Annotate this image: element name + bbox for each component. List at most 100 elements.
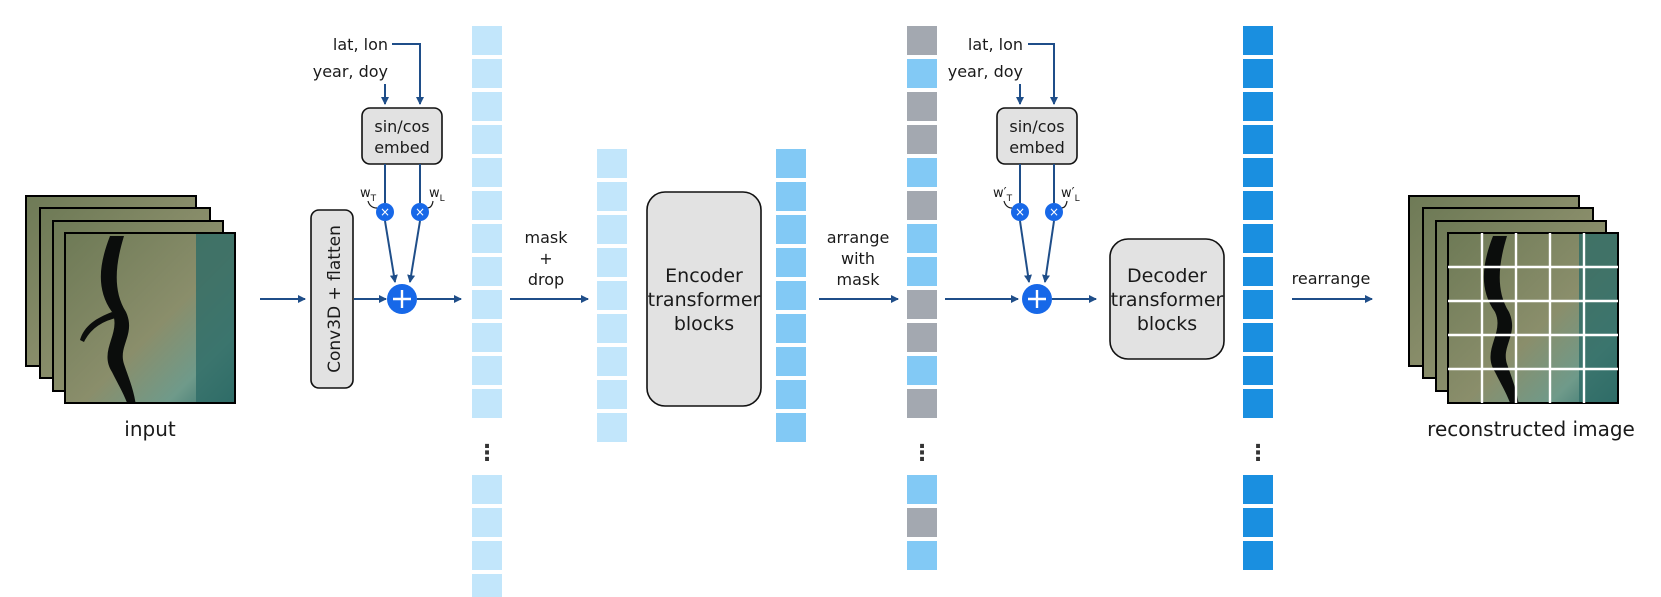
token-mid: [776, 281, 806, 310]
decoder-multiply-node-l: ×: [1045, 203, 1063, 221]
multiply-node-t: ×: [376, 203, 394, 221]
token-gray: [907, 290, 937, 319]
token-dark: [1243, 26, 1273, 55]
token-dark: [1243, 59, 1273, 88]
decoder-lat-lon-label: lat, lon: [968, 35, 1023, 54]
conv3d-label: Conv3D + flatten: [325, 225, 345, 373]
svg-text:×: ×: [380, 205, 390, 219]
token-light: [472, 224, 502, 253]
token-mid: [907, 541, 937, 570]
decoder-year-doy-label: year, doy: [948, 62, 1023, 81]
weight-t-prime-label: w′T: [993, 186, 1013, 204]
token-light: [472, 158, 502, 187]
token-mid: [776, 182, 806, 211]
token-mid: [907, 356, 937, 385]
svg-text:×: ×: [415, 205, 425, 219]
token-gray: [907, 125, 937, 154]
token-light: [597, 182, 627, 211]
token-dark: [1243, 541, 1273, 570]
token-light: [597, 413, 627, 442]
token-mid: [907, 224, 937, 253]
add-node-encoder: [387, 284, 417, 314]
weight-l-label: wL: [429, 186, 445, 204]
lat-lon-label: lat, lon: [333, 35, 388, 54]
token-light: [472, 475, 502, 504]
token-light: [597, 314, 627, 343]
input-label: input: [124, 417, 176, 441]
mask-drop-label-line3: drop: [528, 270, 564, 289]
token-light: [597, 380, 627, 409]
token-light: [472, 508, 502, 537]
reconstructed-image-stack: [1408, 195, 1619, 404]
token-light: [472, 541, 502, 570]
token-light: [472, 574, 502, 597]
token-gray: [907, 389, 937, 418]
token-dark: [1243, 125, 1273, 154]
token-mid: [776, 149, 806, 178]
decoded-ellipsis: ⋮: [1247, 441, 1269, 466]
mask-drop-label-line1: mask: [525, 228, 569, 247]
token-dark: [1243, 389, 1273, 418]
token-light: [472, 290, 502, 319]
token-gray: [907, 26, 937, 55]
token-dark: [1243, 224, 1273, 253]
encoder-label-line1: Encoder: [665, 265, 743, 287]
token-light: [472, 389, 502, 418]
input-image-stack: [25, 195, 236, 404]
year-doy-label: year, doy: [313, 62, 388, 81]
encoded-token-column: [776, 149, 806, 442]
mask-drop-label-line2: +: [539, 249, 552, 268]
arrange-label-line3: mask: [837, 270, 881, 289]
arrange-label-line1: arrange: [827, 228, 890, 247]
add-node-decoder: [1022, 284, 1052, 314]
decoder-sincos-embed-label-line2: embed: [1009, 138, 1065, 157]
sincos-embed-block: sin/cos embed: [361, 107, 443, 165]
conv3d-flatten-block: Conv3D + flatten: [310, 209, 354, 389]
token-dark: [1243, 475, 1273, 504]
decoder-label-line1: Decoder: [1127, 265, 1207, 287]
token-light: [597, 347, 627, 376]
encoder-transformer-block: Encoder transformer blocks: [646, 191, 762, 407]
token-light: [472, 26, 502, 55]
token-gray: [907, 323, 937, 352]
token-mid: [776, 380, 806, 409]
token-dark: [1243, 191, 1273, 220]
decoder-sincos-embed-block: sin/cos embed: [996, 107, 1078, 165]
token-light: [597, 149, 627, 178]
token-dark: [1243, 92, 1273, 121]
token-mid: [907, 59, 937, 88]
token-light: [472, 257, 502, 286]
reconstructed-satellite-image: [1447, 232, 1619, 404]
decoder-sincos-embed-label-line1: sin/cos: [1009, 117, 1064, 136]
token-light: [597, 281, 627, 310]
token-dark: [1243, 257, 1273, 286]
weight-l-prime-label: w′L: [1061, 186, 1080, 204]
decoder-transformer-block: Decoder transformer blocks: [1109, 238, 1225, 360]
token-light: [597, 248, 627, 277]
kept-token-column: [597, 149, 627, 442]
sincos-embed-label-line2: embed: [374, 138, 430, 157]
token-dark: [1243, 508, 1273, 537]
token-dark: [1243, 323, 1273, 352]
arrange-label-line2: with: [841, 249, 875, 268]
token-light: [472, 356, 502, 385]
token-mid: [907, 257, 937, 286]
decoded-token-column: [1243, 26, 1273, 570]
token-mid: [907, 475, 937, 504]
token-light: [472, 191, 502, 220]
reconstructed-image-label: reconstructed image: [1427, 417, 1635, 441]
weight-t-label: wT: [360, 186, 377, 204]
decoder-label-line3: blocks: [1137, 313, 1197, 335]
arranged-ellipsis: ⋮: [911, 441, 933, 466]
decoder-multiply-node-t: ×: [1011, 203, 1029, 221]
token-gray: [907, 92, 937, 121]
svg-text:×: ×: [1015, 205, 1025, 219]
token-dark: [1243, 158, 1273, 187]
embedded-ellipsis: ⋮: [476, 441, 498, 466]
embedded-token-column: [472, 26, 502, 597]
token-mid: [907, 158, 937, 187]
token-mid: [776, 215, 806, 244]
input-satellite-image: [64, 232, 236, 404]
encoder-label-line2: transformer: [648, 289, 761, 311]
